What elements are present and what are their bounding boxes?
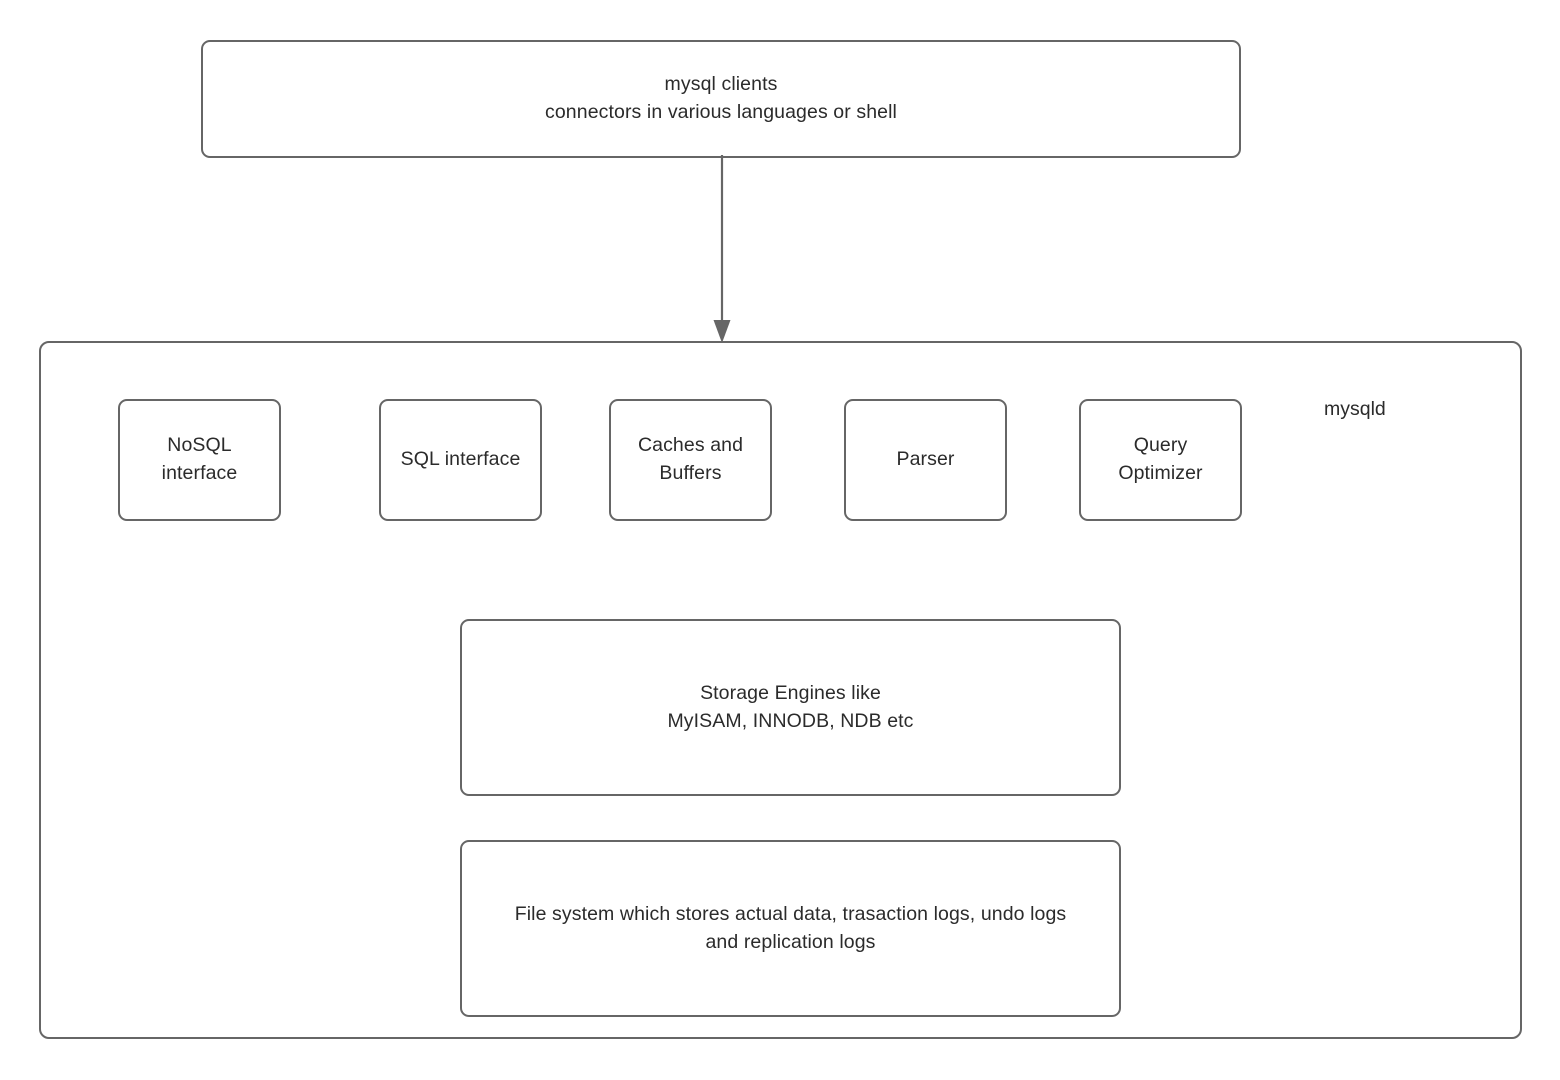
query-optimizer-label: Query Optimizer <box>1118 434 1203 484</box>
storage-engines-box[interactable]: Storage Engines like MyISAM, INNODB, NDB… <box>460 619 1121 796</box>
mysqld-label: mysqld <box>1324 398 1386 420</box>
sql-interface-label: SQL interface <box>400 448 521 471</box>
caches-and-buffers-label: Caches and Buffers <box>637 434 744 484</box>
mysql-clients-box[interactable]: mysql clients connectors in various lang… <box>201 40 1241 158</box>
down-arrow-icon <box>690 155 754 345</box>
file-system-box[interactable]: File system which stores actual data, tr… <box>460 840 1121 1017</box>
caches-and-buffers-box[interactable]: Caches and Buffers <box>609 399 772 521</box>
nosql-interface-box[interactable]: NoSQL interface <box>118 399 281 521</box>
file-system-label: File system which stores actual data, tr… <box>514 902 1067 953</box>
parser-label: Parser <box>896 448 955 471</box>
parser-box[interactable]: Parser <box>844 399 1007 521</box>
storage-engines-label: Storage Engines like MyISAM, INNODB, NDB… <box>667 681 914 732</box>
nosql-interface-label: NoSQL interface <box>161 434 238 484</box>
mysql-clients-label: mysql clients connectors in various lang… <box>545 73 897 123</box>
sql-interface-box[interactable]: SQL interface <box>379 399 542 521</box>
query-optimizer-box[interactable]: Query Optimizer <box>1079 399 1242 521</box>
